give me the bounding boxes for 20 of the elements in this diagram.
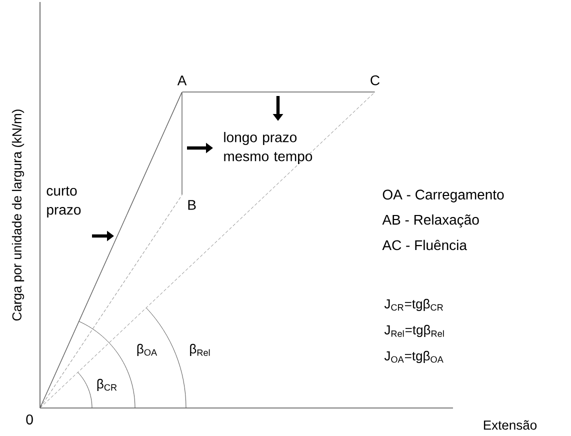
angle-label: β$_{Rel}$ bbox=[190, 344, 210, 356]
point-label: 0 bbox=[26, 414, 33, 424]
legend-text: AB - Relaxação bbox=[382, 214, 479, 228]
formula-text: J$_{OA}$=tgβ$_{OA}$ bbox=[384, 350, 444, 364]
formula-text: J$_{Rel}$=tgβ$_{Rel}$ bbox=[384, 324, 444, 338]
angle-label: β$_{CR}$ bbox=[97, 378, 117, 392]
formula-text: J$_{CR}$=tgβ$_{CR}$ bbox=[384, 298, 443, 312]
legend-text: OA - Carregamento bbox=[382, 190, 504, 202]
annotation-text: longo prazo mesmo tempo bbox=[224, 132, 312, 164]
point-label: A bbox=[177, 76, 187, 86]
line bbox=[40, 92, 182, 408]
axis-title: Carga por unidade de largura (kN/m) bbox=[12, 110, 24, 321]
legend-text: AC - Fluência bbox=[382, 240, 467, 250]
point-label: C bbox=[370, 75, 380, 86]
angle-label: β$_{OA}$ bbox=[137, 344, 158, 356]
point-label: B bbox=[188, 200, 196, 210]
annotation-text: curto prazo bbox=[46, 186, 81, 218]
dashed-line bbox=[40, 194, 182, 408]
dashed-line bbox=[40, 92, 376, 408]
axis-title: Extensão bbox=[484, 420, 537, 430]
